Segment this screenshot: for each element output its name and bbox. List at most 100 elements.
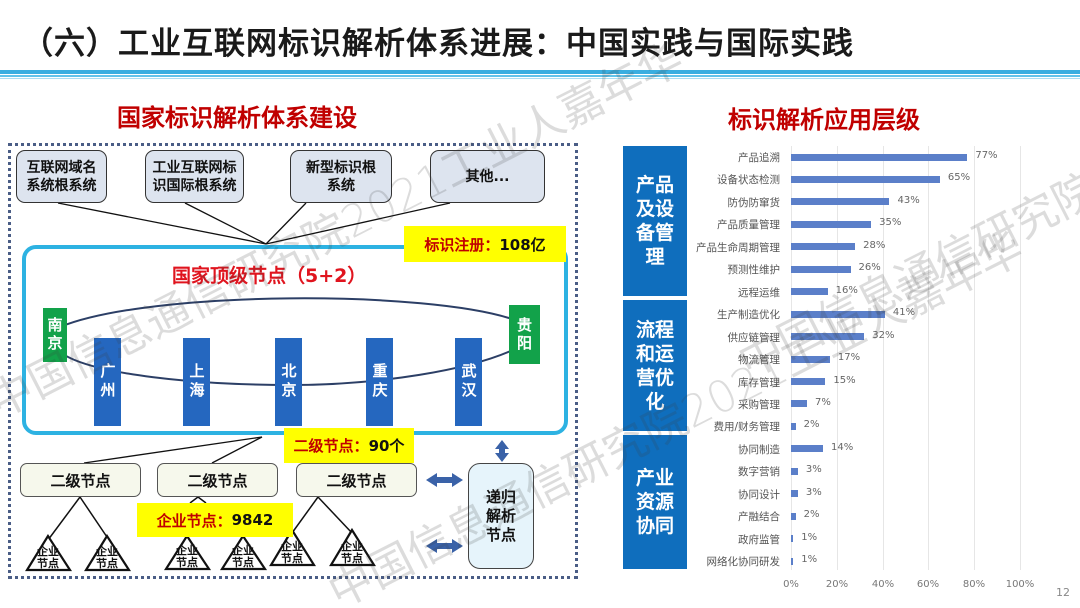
bar-value-label: 2% bbox=[803, 419, 820, 431]
bar-category-label: 预测性维护 bbox=[727, 264, 781, 277]
bar-category-label: 政府监管 bbox=[738, 533, 780, 546]
bar bbox=[791, 333, 865, 341]
bar bbox=[791, 175, 940, 183]
enterprise-callout: 企业节点： 9842 bbox=[137, 503, 293, 537]
bar bbox=[791, 400, 808, 408]
bar bbox=[791, 288, 828, 296]
bar-category-label: 供应链管理 bbox=[727, 331, 781, 344]
bar-category-label: 物流管理 bbox=[738, 354, 780, 367]
bar bbox=[791, 243, 856, 251]
recursive-resolution-node: 递归 解析 节点 bbox=[468, 463, 534, 569]
callout-value: 90个 bbox=[368, 437, 405, 455]
category-box-product-equipment: 产品及设备管理 bbox=[623, 146, 687, 296]
enterprise-node-triangle bbox=[163, 533, 212, 571]
callout-value: 9842 bbox=[231, 511, 274, 529]
bar-value-label: 3% bbox=[805, 464, 822, 476]
enterprise-node-triangle bbox=[25, 533, 73, 572]
bar-value-label: 2% bbox=[803, 509, 820, 521]
bar bbox=[791, 490, 798, 498]
bar-value-label: 41% bbox=[892, 307, 916, 319]
bar-value-label: 28% bbox=[863, 239, 886, 251]
enterprise-node-label: 企业 节点 bbox=[96, 545, 118, 570]
root-system-box: 互联网域名 系统根系统 bbox=[16, 150, 107, 203]
x-axis-tick: 20% bbox=[825, 579, 849, 590]
callout-value: 108亿 bbox=[499, 235, 546, 254]
second-level-callout: 二级节点： 90个 bbox=[284, 428, 414, 463]
top-level-node-title: 国家顶级节点（5+2） bbox=[172, 265, 367, 287]
double-arrow-icon bbox=[426, 440, 509, 553]
bar-category-label: 费用/财务管理 bbox=[713, 421, 780, 434]
registration-callout: 标识注册： 108亿 bbox=[404, 226, 566, 262]
enterprise-node-label: 企业 节点 bbox=[37, 545, 59, 570]
bar-category-label: 远程运维 bbox=[738, 286, 780, 299]
bar-category-label: 库存管理 bbox=[738, 376, 780, 389]
x-axis-tick: 80% bbox=[962, 579, 986, 590]
bar bbox=[791, 557, 794, 565]
bar bbox=[791, 445, 824, 453]
diagram-frame bbox=[8, 143, 578, 579]
second-level-node: 二级节点 bbox=[157, 463, 278, 497]
x-axis-tick: 100% bbox=[1005, 579, 1035, 590]
bar-value-label: 35% bbox=[879, 217, 902, 229]
x-axis-tick: 40% bbox=[871, 579, 895, 590]
gridline bbox=[928, 146, 929, 570]
bar bbox=[791, 220, 872, 228]
category-box-industry-collaboration: 产业资源协同 bbox=[623, 435, 687, 569]
bar-category-label: 采购管理 bbox=[738, 398, 780, 411]
city-node-chongqing: 重庆 bbox=[366, 338, 393, 426]
city-node-guangzhou: 广州 bbox=[94, 338, 121, 426]
bar-value-label: 15% bbox=[833, 374, 856, 386]
title-divider bbox=[0, 75, 1080, 77]
root-system-box: 新型标识根 系统 bbox=[290, 150, 392, 203]
bar-value-label: 77% bbox=[975, 150, 998, 161]
bar-value-label: 43% bbox=[897, 194, 920, 206]
title-divider bbox=[0, 78, 1080, 79]
enterprise-node-label: 企业 节点 bbox=[281, 540, 303, 565]
bar bbox=[791, 512, 796, 520]
bar bbox=[791, 422, 796, 430]
bar bbox=[791, 265, 851, 273]
bar-category-label: 协同设计 bbox=[738, 488, 780, 501]
enterprise-node-triangle bbox=[84, 533, 132, 572]
right-heading: 标识解析应用层级 bbox=[728, 106, 920, 134]
enterprise-node-label: 企业 节点 bbox=[341, 540, 363, 565]
gridline bbox=[1020, 146, 1021, 570]
category-box-process-operation: 流程和运营优化 bbox=[623, 300, 687, 431]
callout-key: 标识注册： bbox=[424, 235, 500, 254]
root-system-box: 工业互联网标 识国际根系统 bbox=[145, 150, 244, 203]
gridline bbox=[883, 146, 884, 570]
bar-value-label: 26% bbox=[858, 262, 881, 274]
bar bbox=[791, 355, 830, 363]
city-node-shanghai: 上海 bbox=[183, 338, 210, 426]
second-level-node: 二级节点 bbox=[296, 463, 417, 497]
bar-category-label: 生产制造优化 bbox=[717, 309, 780, 322]
bar-category-label: 协同制造 bbox=[738, 443, 780, 456]
second-level-node: 二级节点 bbox=[20, 463, 141, 497]
x-axis-tick: 0% bbox=[783, 579, 799, 590]
bar bbox=[791, 378, 826, 385]
enterprise-node-label: 企业 节点 bbox=[232, 544, 254, 569]
enterprise-node-triangle bbox=[329, 527, 376, 567]
bar bbox=[791, 198, 890, 206]
city-node-nanjing: 南京 bbox=[43, 308, 67, 362]
bar-value-label: 14% bbox=[831, 441, 854, 453]
bar-category-label: 设备状态检测 bbox=[717, 174, 780, 187]
x-axis-tick: 60% bbox=[916, 579, 940, 590]
bar bbox=[791, 153, 968, 161]
page-number: 12 bbox=[1056, 586, 1070, 599]
bar bbox=[791, 467, 798, 475]
enterprise-node-label: 企业 节点 bbox=[176, 544, 198, 569]
bar-category-label: 产品追溯 bbox=[738, 152, 780, 164]
page-title: （六）工业互联网标识解析体系进展：中国实践与国际实践 bbox=[22, 26, 854, 62]
gridline bbox=[974, 146, 975, 570]
enterprise-node-triangle bbox=[269, 527, 316, 567]
bar-category-label: 产品质量管理 bbox=[717, 219, 780, 232]
root-system-box: 其他... bbox=[430, 150, 545, 203]
bar-value-label: 16% bbox=[835, 284, 858, 296]
bar bbox=[791, 535, 794, 543]
bar-value-label: 17% bbox=[837, 352, 861, 364]
bar-value-label: 65% bbox=[947, 172, 971, 184]
left-heading: 国家标识解析体系建设 bbox=[117, 104, 357, 132]
bar-category-label: 网络化协同研发 bbox=[706, 556, 781, 569]
bar-value-label: 7% bbox=[815, 396, 831, 408]
